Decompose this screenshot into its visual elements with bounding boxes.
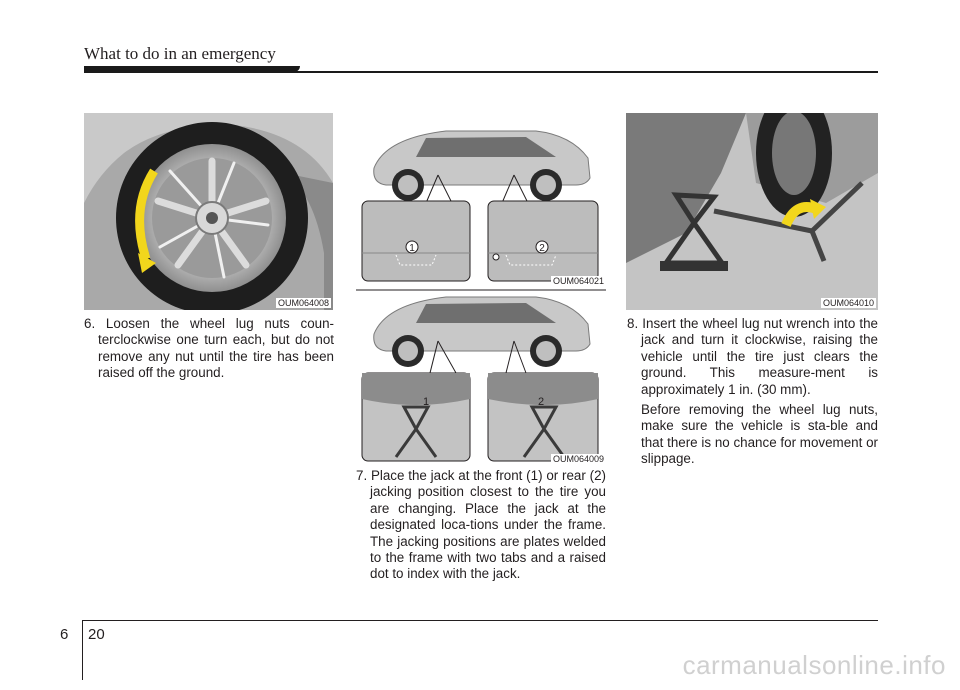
figure-code-label: OUM064021 bbox=[550, 276, 606, 286]
header-rule bbox=[84, 71, 878, 73]
step-8-note: Before removing the wheel lug nuts, make… bbox=[641, 402, 878, 467]
callout-number: 1 bbox=[409, 243, 415, 254]
callout-number: 1 bbox=[423, 396, 429, 408]
footer-rule bbox=[82, 620, 878, 621]
step-8-text: 8. Insert the wheel lug nut wrench into … bbox=[627, 316, 878, 397]
footer-divider bbox=[82, 620, 83, 680]
figure-code-label: OUM064008 bbox=[275, 298, 331, 308]
step-6-text: 6. Loosen the wheel lug nuts coun-terclo… bbox=[84, 316, 334, 381]
figure-code-label: OUM064009 bbox=[550, 454, 606, 464]
figure-jack-wrench: OUM064010 bbox=[626, 113, 878, 310]
figure-jacking-points: 1 2 OUM064021 bbox=[356, 113, 606, 289]
page-number: 20 bbox=[88, 626, 105, 643]
step-7-text: 7. Place the jack at the front (1) or re… bbox=[356, 468, 606, 582]
step-7-column: 7. Place the jack at the front (1) or re… bbox=[356, 468, 606, 587]
wheel-illustration bbox=[84, 113, 333, 310]
jack-placement-illustration: 1 2 bbox=[356, 289, 606, 464]
step-8-column: 8. Insert the wheel lug nut wrench into … bbox=[627, 316, 878, 472]
jacking-points-illustration: 1 2 bbox=[356, 113, 606, 289]
callout-number: 2 bbox=[539, 243, 545, 254]
step-6-column: 6. Loosen the wheel lug nuts coun-terclo… bbox=[84, 316, 334, 386]
callout-number: 2 bbox=[538, 396, 544, 408]
page-header-title: What to do in an emergency bbox=[84, 44, 276, 63]
header-accent-bar bbox=[84, 66, 300, 72]
site-watermark: carmanualsonline.info bbox=[682, 650, 946, 680]
jack-wrench-illustration bbox=[626, 113, 878, 310]
section-number: 6 bbox=[60, 626, 69, 643]
figure-jack-placement: 1 2 OUM064009 bbox=[356, 289, 606, 464]
figure-code-label: OUM064010 bbox=[820, 298, 876, 308]
figure-wheel-loosen: OUM064008 bbox=[84, 113, 333, 310]
